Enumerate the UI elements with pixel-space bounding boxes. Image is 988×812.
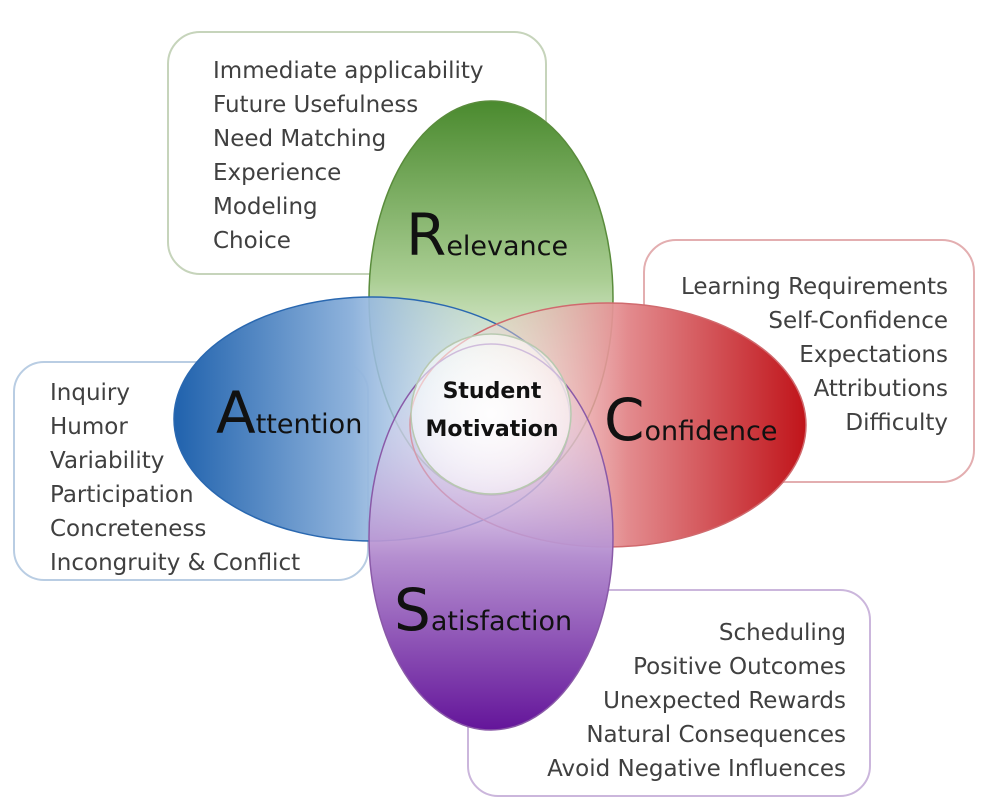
relevance-item: Need Matching (213, 126, 386, 152)
confidence-item: Difficulty (845, 410, 948, 436)
confidence-item: Learning Requirements (681, 274, 948, 300)
center-label-line1: Student (443, 379, 542, 404)
attention-item: Participation (50, 482, 194, 508)
satisfaction-item: Unexpected Rewards (603, 688, 846, 714)
relevance-item: Experience (213, 160, 341, 186)
confidence-item: Expectations (799, 342, 948, 368)
confidence-item: Attributions (814, 376, 948, 402)
satisfaction-item: Scheduling (719, 620, 846, 646)
attention-title: Attention (216, 379, 362, 447)
confidence-title: Confidence (604, 386, 777, 454)
satisfaction-title: Satisfaction (394, 576, 572, 644)
attention-item: Incongruity & Conflict (50, 550, 300, 576)
relevance-item: Modeling (213, 194, 318, 220)
relevance-title: Relevance (406, 201, 568, 269)
attention-item: Inquiry (50, 380, 130, 406)
center-circle (410, 333, 572, 495)
satisfaction-item: Positive Outcomes (633, 654, 846, 680)
attention-item: Variability (50, 448, 164, 474)
relevance-item: Immediate applicability (213, 58, 484, 84)
satisfaction-item: Avoid Negative Influences (547, 756, 846, 782)
attention-item: Humor (50, 414, 128, 440)
relevance-item: Future Usefulness (213, 92, 418, 118)
confidence-item: Self-Confidence (768, 308, 948, 334)
satisfaction-item: Natural Consequences (586, 722, 846, 748)
attention-item: Concreteness (50, 516, 206, 542)
relevance-item: Choice (213, 228, 291, 254)
center-label-line2: Motivation (425, 417, 558, 442)
